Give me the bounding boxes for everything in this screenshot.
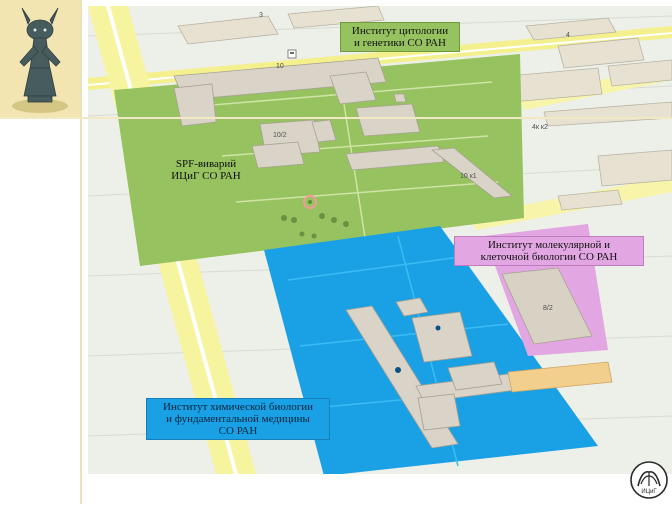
icbfm-label: Институт химической биологии и фундамент… bbox=[146, 398, 330, 440]
bus-stop-icon bbox=[287, 49, 297, 59]
horizontal-rule bbox=[0, 117, 672, 119]
icg-label: Институт цитологии и генетики СО РАН bbox=[340, 22, 460, 52]
icg-buildings bbox=[173, 57, 513, 199]
num-10k1: 10 к1 bbox=[460, 173, 477, 180]
statue-photo bbox=[0, 0, 81, 119]
campus-map: Институт цитологии и генетики СО РАН SPF… bbox=[88, 6, 672, 474]
logo-text: ИЦиГ bbox=[641, 489, 657, 495]
institute-logo: ИЦиГ bbox=[630, 460, 668, 500]
sculpture-icon bbox=[303, 195, 317, 209]
orange-building bbox=[507, 361, 613, 393]
num-4: 4 bbox=[566, 32, 570, 39]
icbfm-buildings bbox=[345, 297, 517, 449]
imcb-label: Инститyт молекулярной и клеточной биолог… bbox=[454, 236, 644, 266]
green-zone bbox=[114, 54, 524, 266]
num-10: 10 bbox=[276, 63, 284, 70]
num-10-2: 10/2 bbox=[273, 132, 287, 139]
num-8-2: 8/2 bbox=[543, 305, 553, 312]
num-3: 3 bbox=[259, 12, 263, 19]
statue-photo-svg bbox=[0, 0, 80, 118]
spf-vivarium-label: SPF-виварий ИЦиГ СО РАН bbox=[171, 158, 241, 182]
north-buildings bbox=[177, 6, 672, 211]
num-4k2: 4к к2 bbox=[532, 124, 548, 131]
vertical-rule bbox=[80, 0, 82, 504]
